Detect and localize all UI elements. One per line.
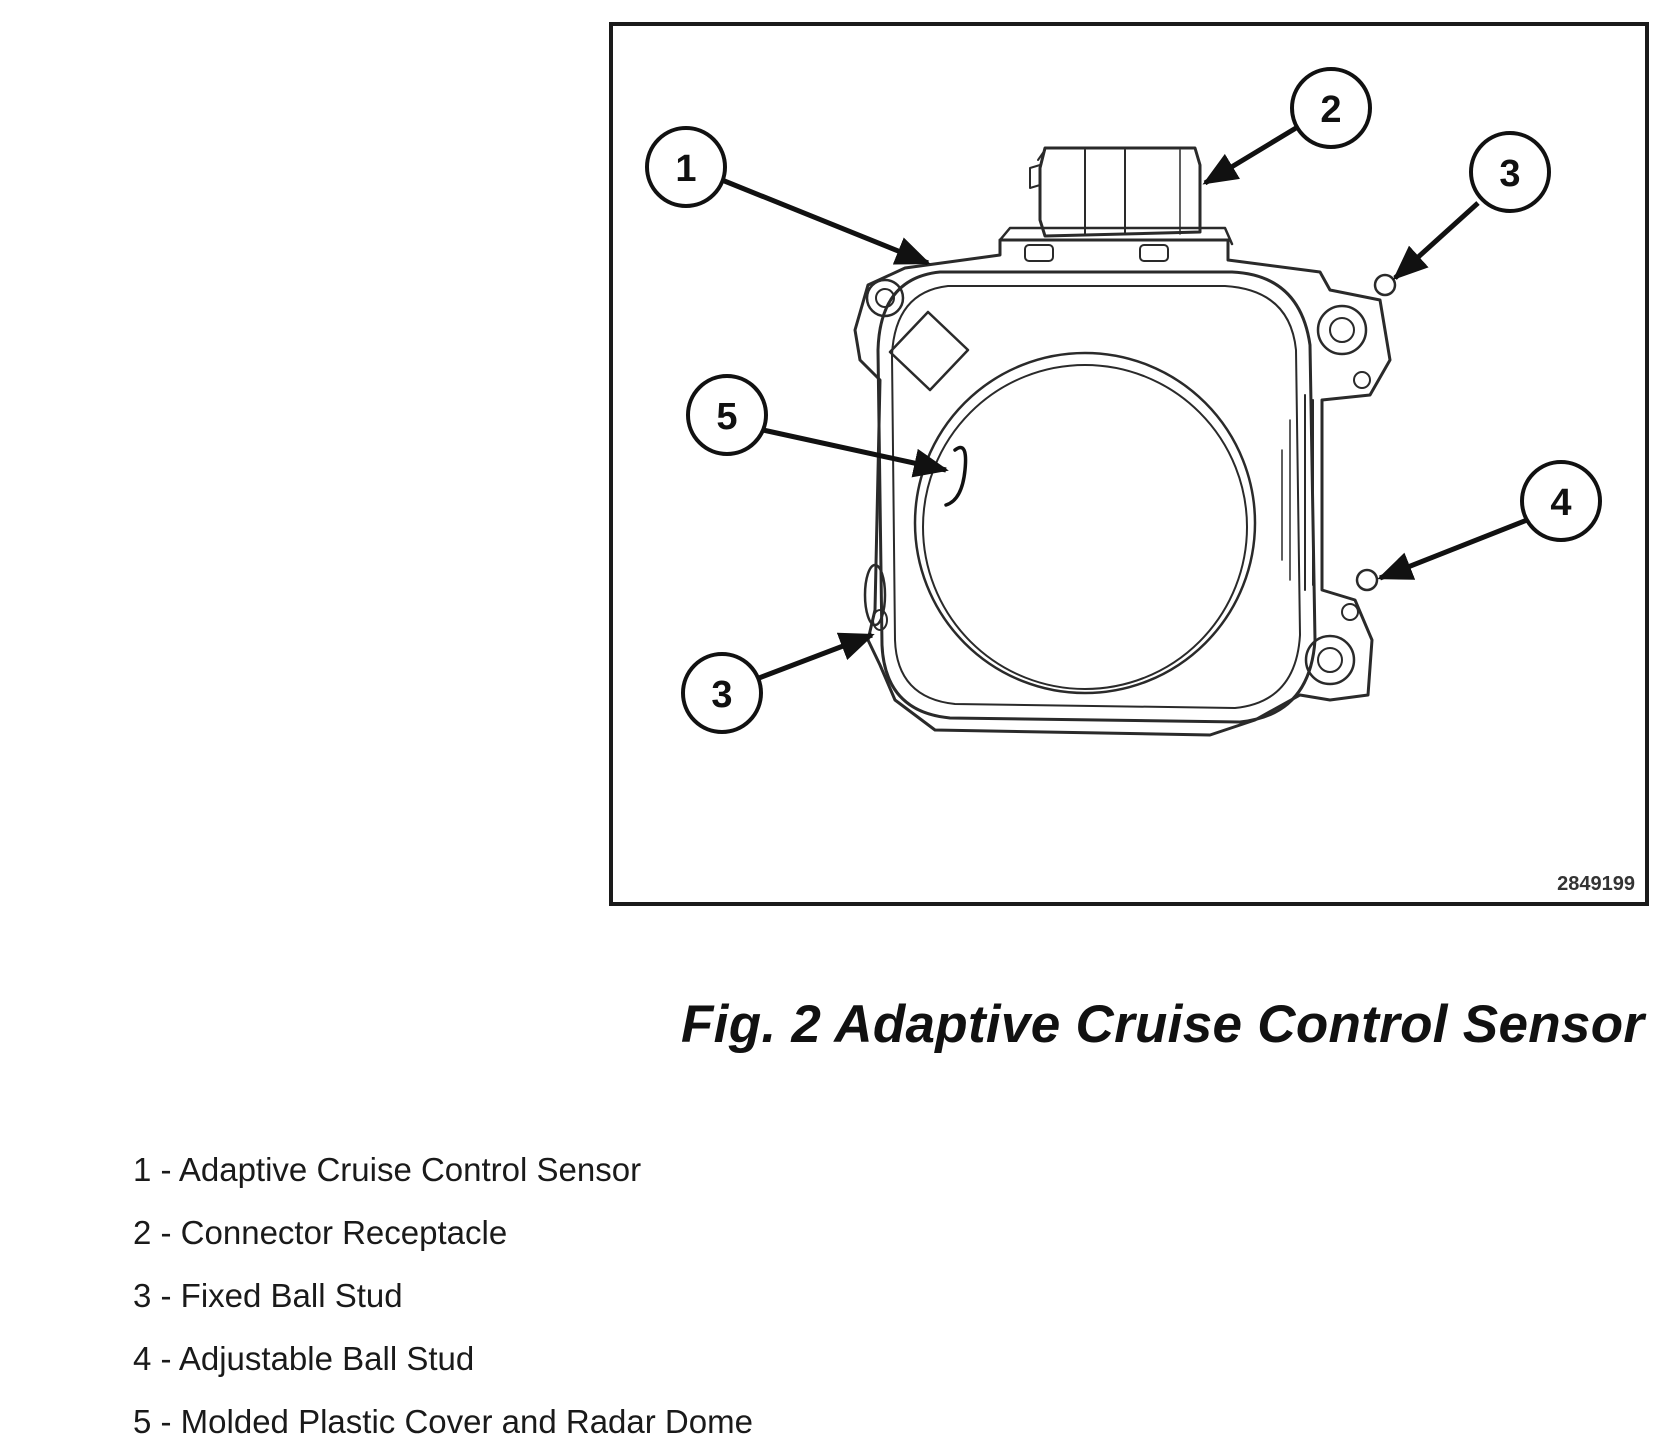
callout-arrow-1 (721, 177, 931, 266)
legend-item: 2 - Connector Receptacle (133, 1214, 508, 1251)
callout-number-4: 4 (1550, 482, 1571, 524)
sensor-drawing (853, 146, 1397, 737)
callout-number-1: 1 (675, 148, 696, 190)
figure-caption: Fig. 2 Adaptive Cruise Control Sensor (681, 995, 1645, 1054)
callout-arrow-2 (1202, 125, 1298, 186)
callout-circle-3-top (1469, 131, 1551, 213)
legend-item: 3 - Fixed Ball Stud (133, 1277, 403, 1314)
callout-number-5: 5 (716, 396, 737, 438)
callout-circle-5 (686, 374, 768, 456)
legend-list: 1 - Adaptive Cruise Control Sensor 2 - C… (133, 1138, 753, 1453)
callout-arrow-5 (762, 427, 949, 478)
legend-item: 5 - Molded Plastic Cover and Radar Dome (133, 1403, 753, 1440)
legend-item: 1 - Adaptive Cruise Control Sensor (133, 1151, 642, 1188)
callout-circle-2 (1290, 67, 1372, 149)
callout-arrow-3-bottom (758, 632, 875, 681)
callout-circle-4 (1520, 460, 1602, 542)
callout-arrow-4 (1377, 517, 1528, 581)
callout-arrow-3-top (1392, 201, 1480, 280)
callout-circles (645, 67, 1602, 734)
callout-arrows (721, 125, 1528, 681)
figure-number-code: 2849199 (1557, 873, 1635, 895)
callout-number-2: 2 (1320, 89, 1341, 131)
callout-number-3-bottom: 3 (711, 674, 732, 716)
callout-circle-3-bottom (681, 652, 763, 734)
callout-number-3-top: 3 (1499, 153, 1520, 195)
legend-item: 4 - Adjustable Ball Stud (133, 1340, 475, 1377)
callout-circle-1 (645, 126, 727, 208)
